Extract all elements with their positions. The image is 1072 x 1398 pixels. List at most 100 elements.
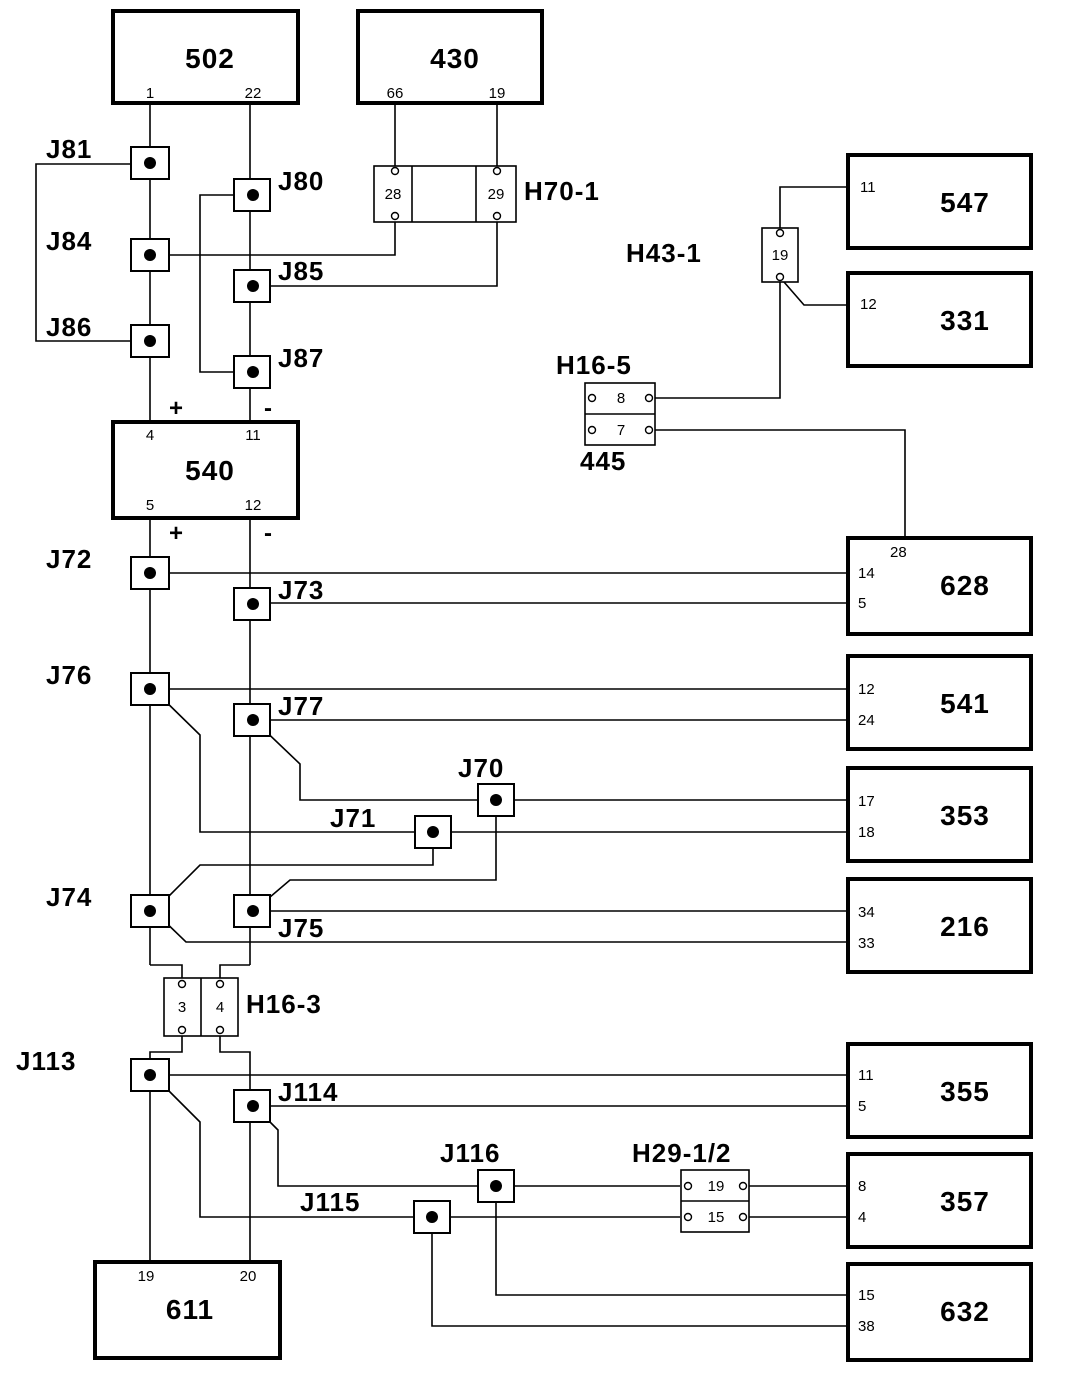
connector-h29-1-2: 19 15 H29-1/2 (632, 1138, 750, 1233)
junction-j87: J87 (233, 343, 324, 389)
pin-label: 1 (146, 85, 154, 102)
pin-label: 28 (890, 544, 907, 561)
junction-label: J113 (16, 1046, 76, 1076)
junction-j115: J115 (300, 1187, 451, 1234)
junction-label: J75 (278, 913, 324, 943)
pin-label: 12 (245, 497, 262, 514)
junction-j86: J86 (46, 312, 170, 358)
junction-label: J87 (278, 343, 324, 373)
connector-label: H43-1 (626, 238, 702, 268)
connector-label: H29-1/2 (632, 1138, 732, 1168)
pin-label: 11 (860, 179, 876, 196)
module-label: 357 (940, 1186, 990, 1217)
pin-label: 18 (858, 824, 875, 841)
pin-label: 4 (858, 1209, 866, 1226)
junction-j72: J72 (46, 544, 170, 590)
junction-j113: J113 (16, 1046, 170, 1092)
pin-label: 7 (617, 422, 625, 439)
module-541: 541 12 24 (846, 654, 1033, 751)
junction-label: J84 (46, 226, 92, 256)
pin-label: 20 (240, 1268, 257, 1285)
module-label: 331 (940, 305, 990, 336)
polarity-marks: + - + - (169, 395, 272, 547)
junction-j80: J80 (233, 166, 324, 212)
junction-j73: J73 (233, 575, 324, 621)
junction-j116: J116 (440, 1138, 515, 1203)
pin-label: 17 (858, 793, 875, 810)
junction-j81: J81 (46, 134, 170, 180)
junction-j76: J76 (46, 660, 170, 706)
connector-label: H16-5 (556, 350, 632, 380)
junction-label: J116 (440, 1138, 500, 1168)
connector-h70-1: 28 29 H70-1 (373, 165, 600, 223)
junction-label: J81 (46, 134, 92, 164)
pin-label: 15 (708, 1209, 725, 1226)
module-628: 628 28 14 5 (846, 536, 1033, 636)
module-547: 547 11 (846, 153, 1033, 250)
junction-j84: J84 (46, 226, 170, 272)
junction-label: J72 (46, 544, 92, 574)
junction-j75: J75 (233, 894, 324, 943)
pin-label: 5 (146, 497, 154, 514)
pin-label: 12 (858, 681, 875, 698)
connector-h43-1: 19 H43-1 (626, 227, 799, 283)
junction-label: J80 (278, 166, 324, 196)
junction-j74: J74 (46, 882, 170, 928)
junction-label: J85 (278, 256, 324, 286)
pin-label: 15 (858, 1287, 875, 1304)
pin-label: 28 (385, 186, 402, 203)
pin-label: 4 (146, 427, 154, 444)
pin-label: 19 (138, 1268, 155, 1285)
junction-j85: J85 (233, 256, 324, 303)
module-632: 632 15 38 (846, 1262, 1033, 1362)
module-430: 430 66 19 (356, 9, 544, 105)
pin-label: 19 (708, 1178, 725, 1195)
pin-label: 4 (216, 999, 224, 1016)
minus-sign: - (264, 395, 272, 422)
plus-sign: + (169, 395, 183, 422)
module-label: 540 (185, 455, 235, 486)
connector-label: H16-3 (246, 989, 322, 1019)
module-label: 547 (940, 187, 990, 218)
module-label: 628 (940, 570, 990, 601)
module-label: 502 (185, 43, 235, 74)
pin-label: 8 (617, 390, 625, 407)
pin-label: 38 (858, 1318, 875, 1335)
pin-label: 11 (858, 1067, 874, 1084)
module-357: 357 8 4 (846, 1152, 1033, 1249)
module-611: 611 19 20 (93, 1260, 282, 1360)
module-label: 430 (430, 43, 480, 74)
pin-label: 8 (858, 1178, 866, 1195)
pin-label: 3 (178, 999, 186, 1016)
junction-label: J73 (278, 575, 324, 605)
plus-sign: + (169, 520, 183, 547)
junction-label: J76 (46, 660, 92, 690)
module-502: 502 1 22 (111, 9, 300, 105)
connector-label: H70-1 (524, 176, 600, 206)
junction-j71: J71 (330, 803, 452, 849)
connector-h16-5: 8 7 H16-5 445 (556, 350, 656, 476)
pin-label: 66 (387, 85, 404, 102)
junction-label: J70 (458, 753, 504, 783)
junction-j77: J77 (233, 691, 324, 737)
junction-label: J86 (46, 312, 92, 342)
pin-label: 22 (245, 85, 262, 102)
module-label: 353 (940, 800, 990, 831)
pin-label: 34 (858, 904, 875, 921)
pin-label: 19 (772, 247, 789, 264)
connector-h16-3: 3 4 H16-3 (163, 977, 322, 1037)
junction-label: J77 (278, 691, 324, 721)
module-216: 216 34 33 (846, 877, 1033, 974)
pin-label: 5 (858, 595, 866, 612)
module-label: 541 (940, 688, 990, 719)
pin-label: 14 (858, 565, 875, 582)
module-331: 331 12 (846, 271, 1033, 368)
pin-label: 19 (489, 85, 506, 102)
pin-label: 24 (858, 712, 875, 729)
connector-sublabel: 445 (580, 446, 626, 476)
module-label: 355 (940, 1076, 990, 1107)
junction-label: J74 (46, 882, 92, 912)
module-label: 611 (166, 1294, 214, 1325)
minus-sign: - (264, 520, 272, 547)
